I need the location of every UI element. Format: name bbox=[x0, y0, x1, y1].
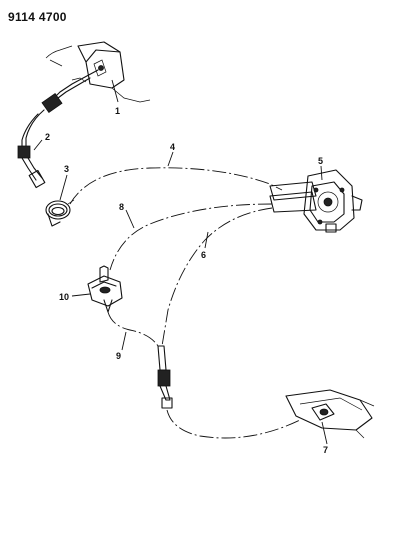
cable-6 bbox=[161, 207, 273, 347]
callout-10: 10 bbox=[59, 292, 69, 302]
callout-3: 3 bbox=[64, 164, 69, 174]
leader-lines bbox=[33, 79, 328, 445]
callout-5: 5 bbox=[318, 156, 323, 166]
callout-2: 2 bbox=[45, 132, 50, 142]
mounting-bracket bbox=[45, 41, 151, 103]
sensor bbox=[87, 265, 123, 313]
cable-8 bbox=[109, 203, 273, 271]
lower-cable bbox=[166, 409, 301, 439]
harness-connector bbox=[157, 345, 173, 409]
sender-tube bbox=[17, 69, 99, 189]
callout-4: 4 bbox=[170, 142, 175, 152]
diagram-code: 9114 4700 bbox=[8, 10, 67, 24]
cable-clip bbox=[45, 199, 75, 227]
callout-9: 9 bbox=[116, 351, 121, 361]
cable-9 bbox=[107, 311, 159, 347]
callout-6: 6 bbox=[201, 250, 206, 260]
callout-1: 1 bbox=[115, 106, 120, 116]
lower-mount bbox=[285, 389, 375, 439]
control-unit bbox=[269, 169, 363, 233]
cable-4 bbox=[69, 167, 283, 205]
callout-7: 7 bbox=[323, 445, 328, 455]
callout-8: 8 bbox=[119, 202, 124, 212]
